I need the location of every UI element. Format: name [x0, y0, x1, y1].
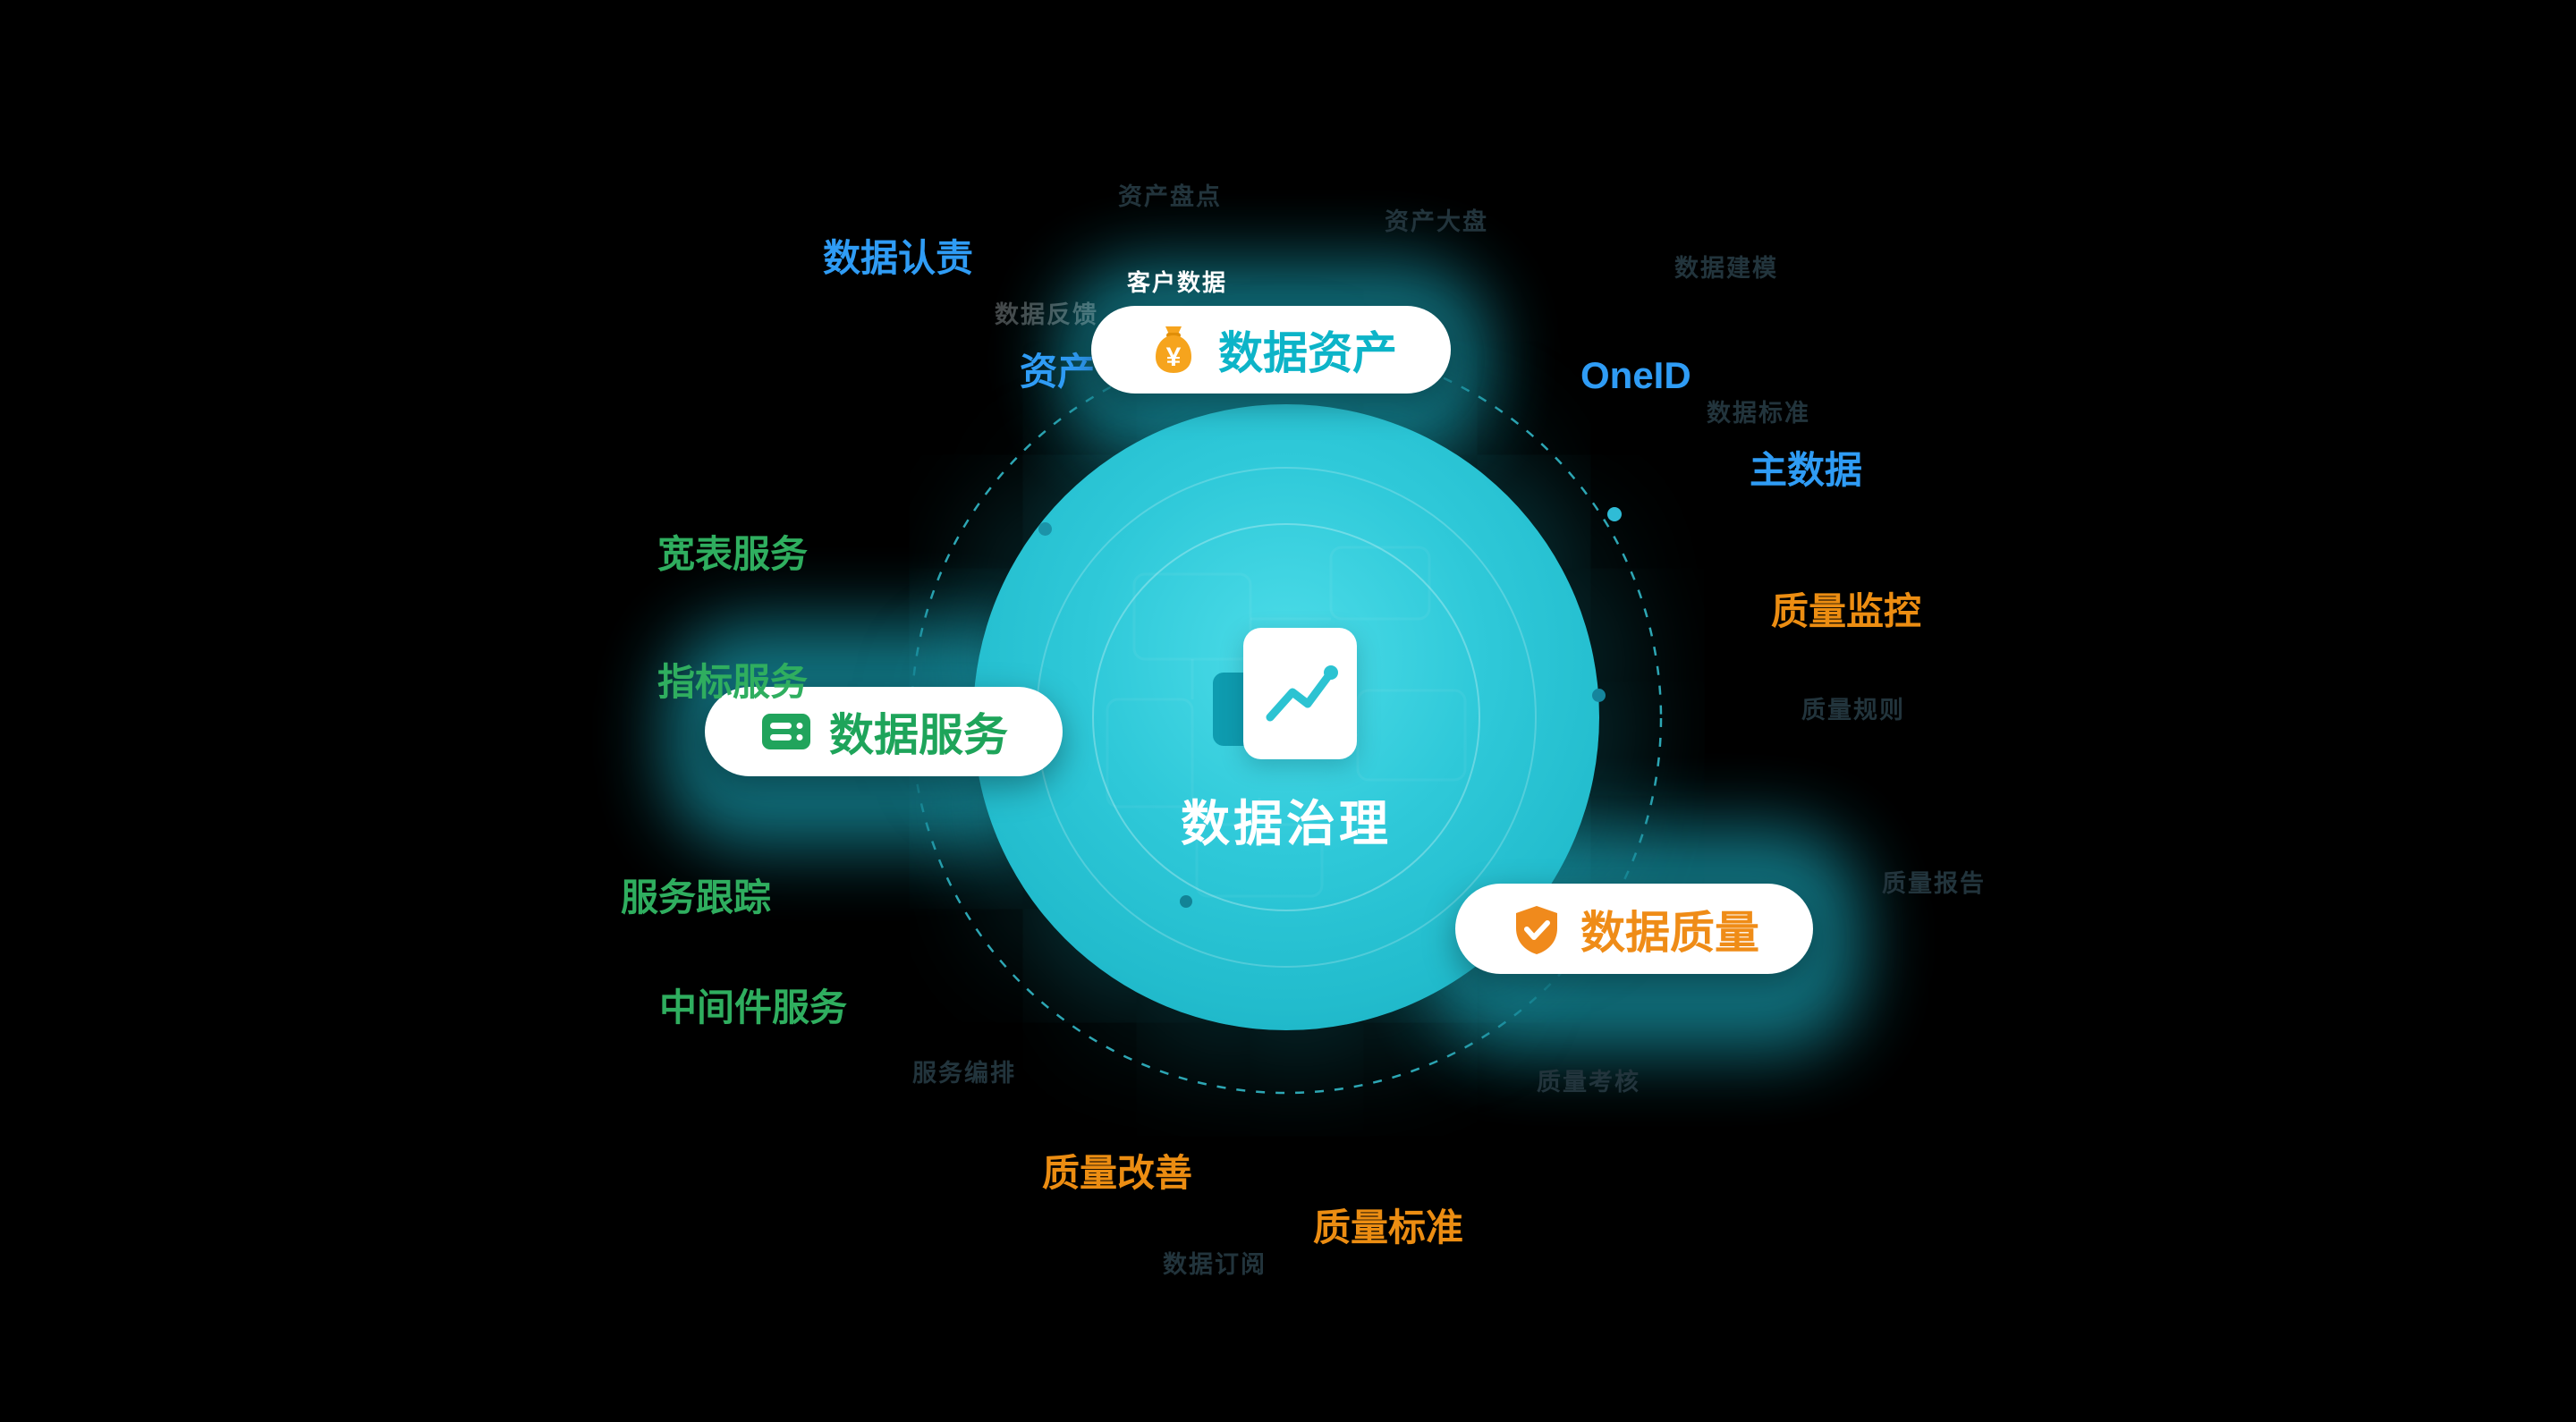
label-service-tracking: 服务跟踪 [621, 876, 772, 918]
shield-check-icon [1516, 905, 1557, 954]
pill-data-service: 数据服务 [705, 687, 1063, 776]
label-middleware-service: 中间件服务 [659, 986, 848, 1028]
yuan-symbol: ¥ [1166, 343, 1182, 372]
inner-ring-dot [1180, 895, 1192, 908]
label-master-data: 主数据 [1750, 449, 1863, 491]
circle-edge-dot [1038, 522, 1052, 536]
faint-label: 资产盘点 [1118, 183, 1222, 210]
document-chart-icon [1243, 628, 1357, 759]
faint-label: 数据订阅 [1163, 1251, 1267, 1278]
label-quality-standard: 质量标准 [1313, 1206, 1464, 1248]
faint-label: 数据建模 [1674, 255, 1778, 282]
faint-label: 质量报告 [1882, 870, 1986, 897]
pill-data-quality-label: 数据质量 [1580, 907, 1759, 958]
faint-label: 资产大盘 [1385, 208, 1488, 235]
money-bag-icon: ¥ [1156, 326, 1191, 373]
pill-data-quality: 数据质量 [1455, 884, 1813, 974]
service-stack-icon [762, 714, 810, 749]
faint-label: 数据标准 [1707, 400, 1810, 427]
faint-label: 质量规则 [1801, 697, 1905, 724]
pill-data-asset-label: 数据资产 [1218, 328, 1397, 378]
customer-data-tag: 客户数据 [1127, 269, 1228, 296]
label-quality-monitoring: 质量监控 [1771, 590, 1922, 632]
faint-label: 质量考核 [1537, 1069, 1640, 1096]
label-wide-table-service: 宽表服务 [657, 533, 809, 575]
pill-data-asset: ¥ 数据资产 [1091, 306, 1451, 394]
center-title: 数据治理 [1180, 796, 1392, 851]
label-data-accountability: 数据认责 [823, 237, 974, 279]
pill-data-service-label: 数据服务 [829, 710, 1008, 760]
orbit-dot [1607, 507, 1622, 521]
label-metric-service: 指标服务 [657, 661, 809, 703]
faint-label: 数据反馈 [995, 301, 1098, 328]
faint-label: 服务编排 [912, 1060, 1016, 1087]
asset-partial-label: 资产 [1020, 351, 1096, 393]
label-oneid: OneID [1580, 354, 1691, 396]
inner-ring-inner [1092, 523, 1480, 911]
circle-edge-dot [1592, 689, 1606, 702]
label-quality-improvement: 质量改善 [1042, 1152, 1193, 1194]
